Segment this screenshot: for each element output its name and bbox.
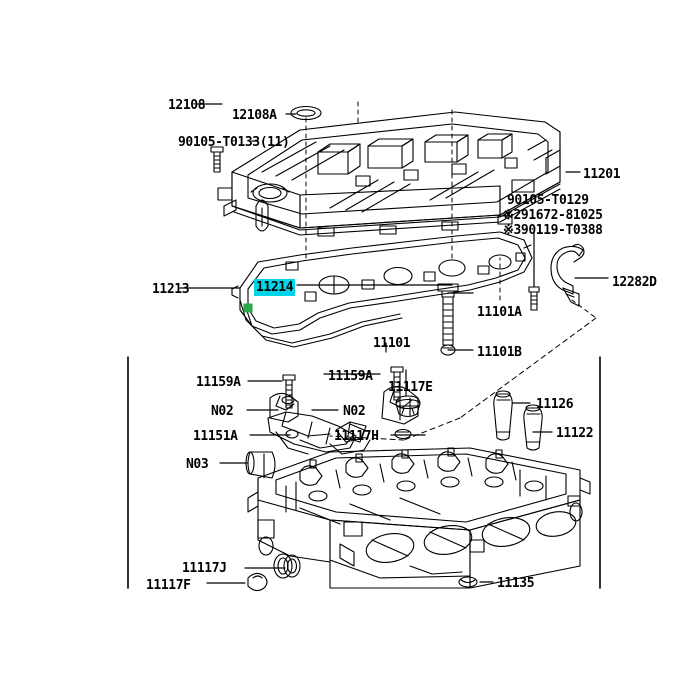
part-number-label: 12282D: [612, 275, 657, 290]
part-number-label: 11101B: [477, 345, 522, 360]
part-11214-head-cover-gasket: [231, 231, 533, 348]
part-number-label: 11117F: [146, 578, 191, 593]
part-number-label: 11135: [497, 576, 535, 591]
leader-lines-lower: [206, 369, 553, 584]
leader-lines-top: [179, 103, 609, 353]
part-11101-cylinder-head: [247, 421, 591, 589]
part-number-label: 11213: [152, 282, 190, 297]
part-11101b-washer: [440, 344, 456, 356]
part-11117j-seal: [283, 554, 301, 578]
part-number-label: 11159A: [328, 369, 373, 384]
part-number-label: 11151A: [193, 429, 238, 444]
part-12108a-seal: [290, 105, 322, 121]
part-12282d-clip: [550, 243, 585, 307]
part-number-label: 11201: [583, 167, 621, 182]
part-number-label: 11101A: [477, 305, 522, 320]
part-11101a-bolt: [437, 283, 459, 346]
part-11117e-cap: [395, 395, 421, 418]
part-number-label: 11214: [254, 279, 296, 296]
part-11117f-seal: [247, 572, 268, 592]
part-n03-plug: [245, 451, 276, 479]
part-number-label: N03: [186, 457, 209, 472]
lower-section-frame: [127, 356, 601, 589]
part-number-label: 11117H: [334, 429, 379, 444]
part-number-label: 11126: [536, 397, 574, 412]
part-number-label: 11117E: [388, 380, 433, 395]
part-11122-tube: [523, 404, 543, 451]
part-number-label: ※390119-T0388: [503, 223, 603, 238]
part-number-label: 90105-T0129: [507, 193, 589, 208]
part-11201-cylinder-head-cover: [217, 111, 561, 237]
part-11117h-washer: [394, 428, 412, 440]
part-n02-bearing-cap-left: [269, 392, 299, 423]
part-number-label: 11122: [556, 426, 594, 441]
part-11126-tube: [493, 390, 513, 441]
part-number-label: 90105-T0133(11): [178, 135, 290, 150]
part-90105-t0129-bolt: [528, 286, 540, 311]
part-90105-t0133-bolt: [210, 146, 224, 173]
part-number-label: 11117J: [182, 561, 227, 576]
part-number-label: N02: [343, 404, 366, 419]
part-number-label: 12108: [168, 98, 206, 113]
part-number-label: ※291672-81025: [503, 208, 603, 223]
part-number-label: 12108A: [232, 108, 277, 123]
part-number-label: 11159A: [196, 375, 241, 390]
rocker-arm-assembly: [267, 411, 371, 455]
part-number-label: N02: [211, 404, 234, 419]
part-number-label: 11101: [373, 336, 411, 351]
